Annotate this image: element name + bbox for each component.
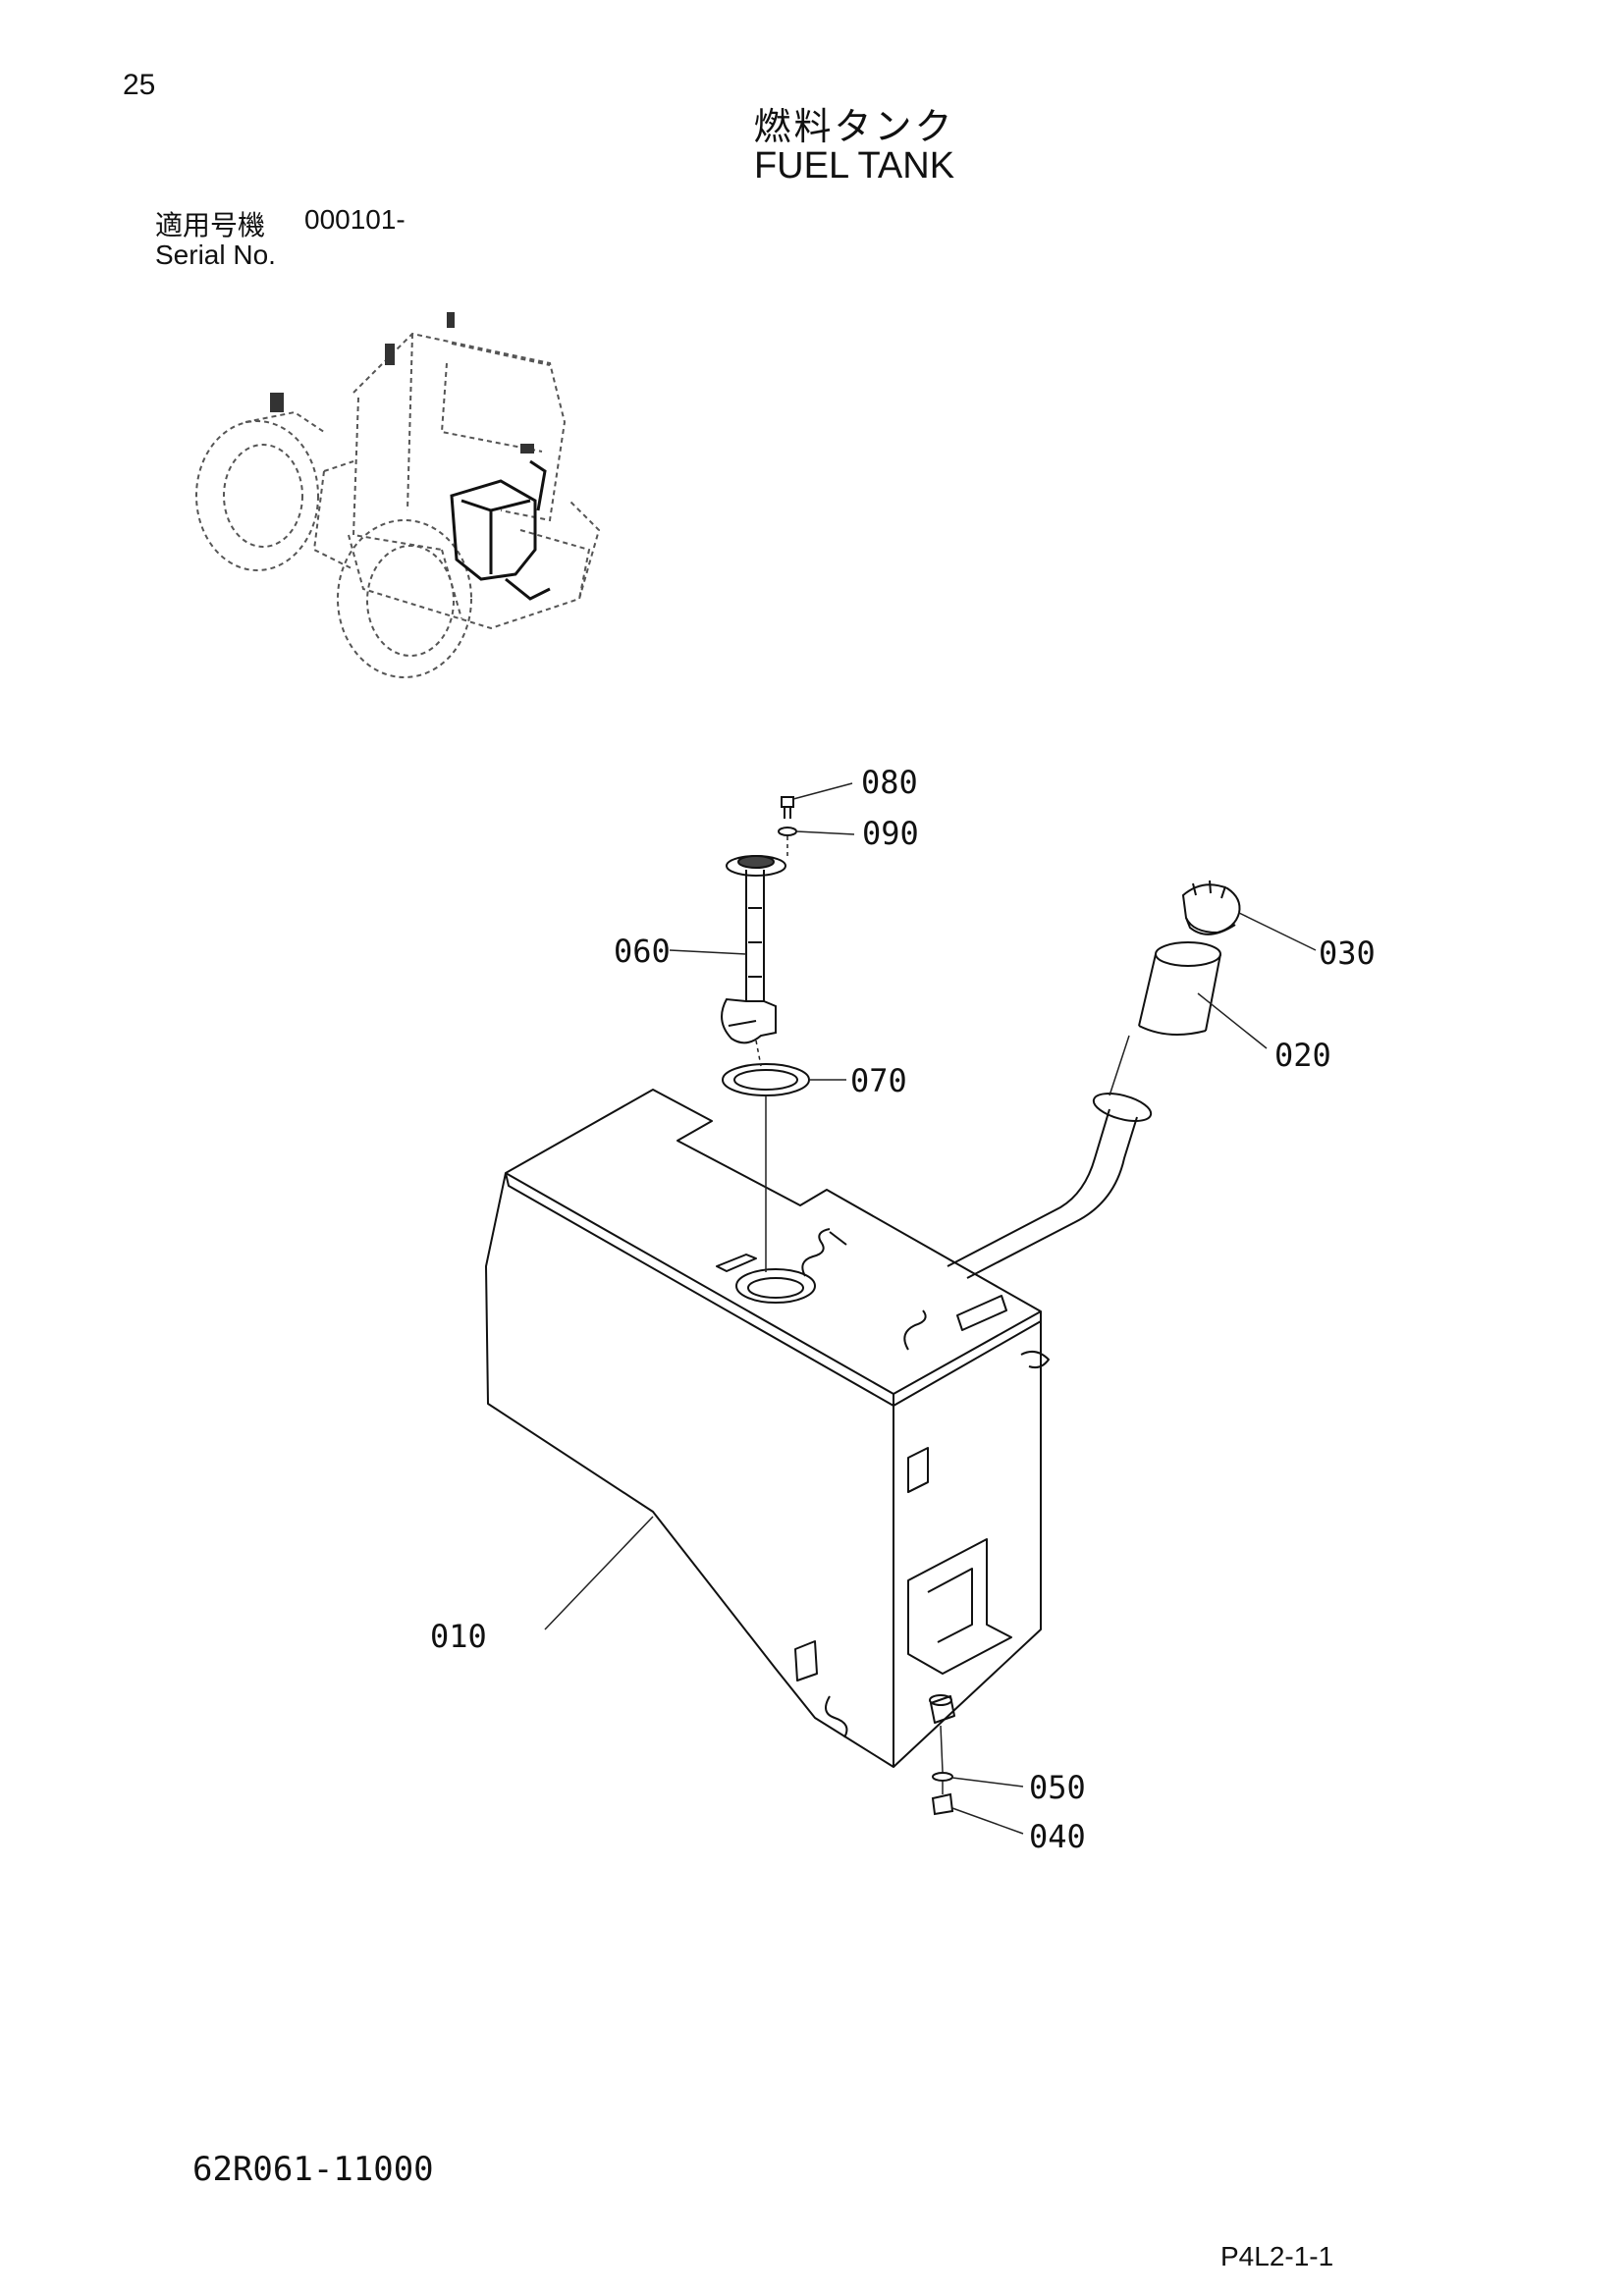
- page-number: 25: [123, 69, 156, 101]
- callout-020: 020: [1274, 1037, 1331, 1074]
- washer: [778, 827, 797, 836]
- drain-plug: [930, 1695, 955, 1724]
- filler-strainer: [1138, 941, 1221, 1036]
- bolt: [781, 796, 794, 819]
- drain-plug-040: [931, 1792, 954, 1816]
- tank-top-outline: [505, 1089, 1042, 1395]
- tank-left-side: [485, 1172, 894, 1768]
- title-japanese: 燃料タンク: [753, 107, 955, 148]
- title-english: FUEL TANK: [753, 145, 955, 187]
- callout-050: 050: [1029, 1769, 1086, 1806]
- serial-label-japanese: 適用号機: [155, 210, 266, 240]
- callout-070: 070: [850, 1062, 907, 1099]
- side-mount-bracket: [907, 1538, 1012, 1675]
- filler-neck-pipe: [947, 1108, 1110, 1267]
- fuel-sender-unit: [721, 855, 786, 1044]
- serial-number-range: 000101-: [304, 204, 406, 235]
- callout-080: 080: [861, 764, 918, 801]
- callout-030: 030: [1319, 934, 1376, 972]
- page-code: P4L2-1-1: [1220, 2241, 1334, 2271]
- callout-010: 010: [430, 1618, 487, 1655]
- pump-port: [735, 1268, 816, 1304]
- serial-label-english: Serial No.: [155, 240, 276, 270]
- drain-washer: [932, 1772, 953, 1782]
- gasket-ring: [722, 1063, 810, 1096]
- callout-060: 060: [614, 933, 671, 970]
- document-code: 62R061-11000: [192, 2150, 434, 2189]
- callout-040: 040: [1029, 1818, 1086, 1855]
- callout-090: 090: [862, 815, 919, 852]
- filler-cap: [1181, 880, 1241, 935]
